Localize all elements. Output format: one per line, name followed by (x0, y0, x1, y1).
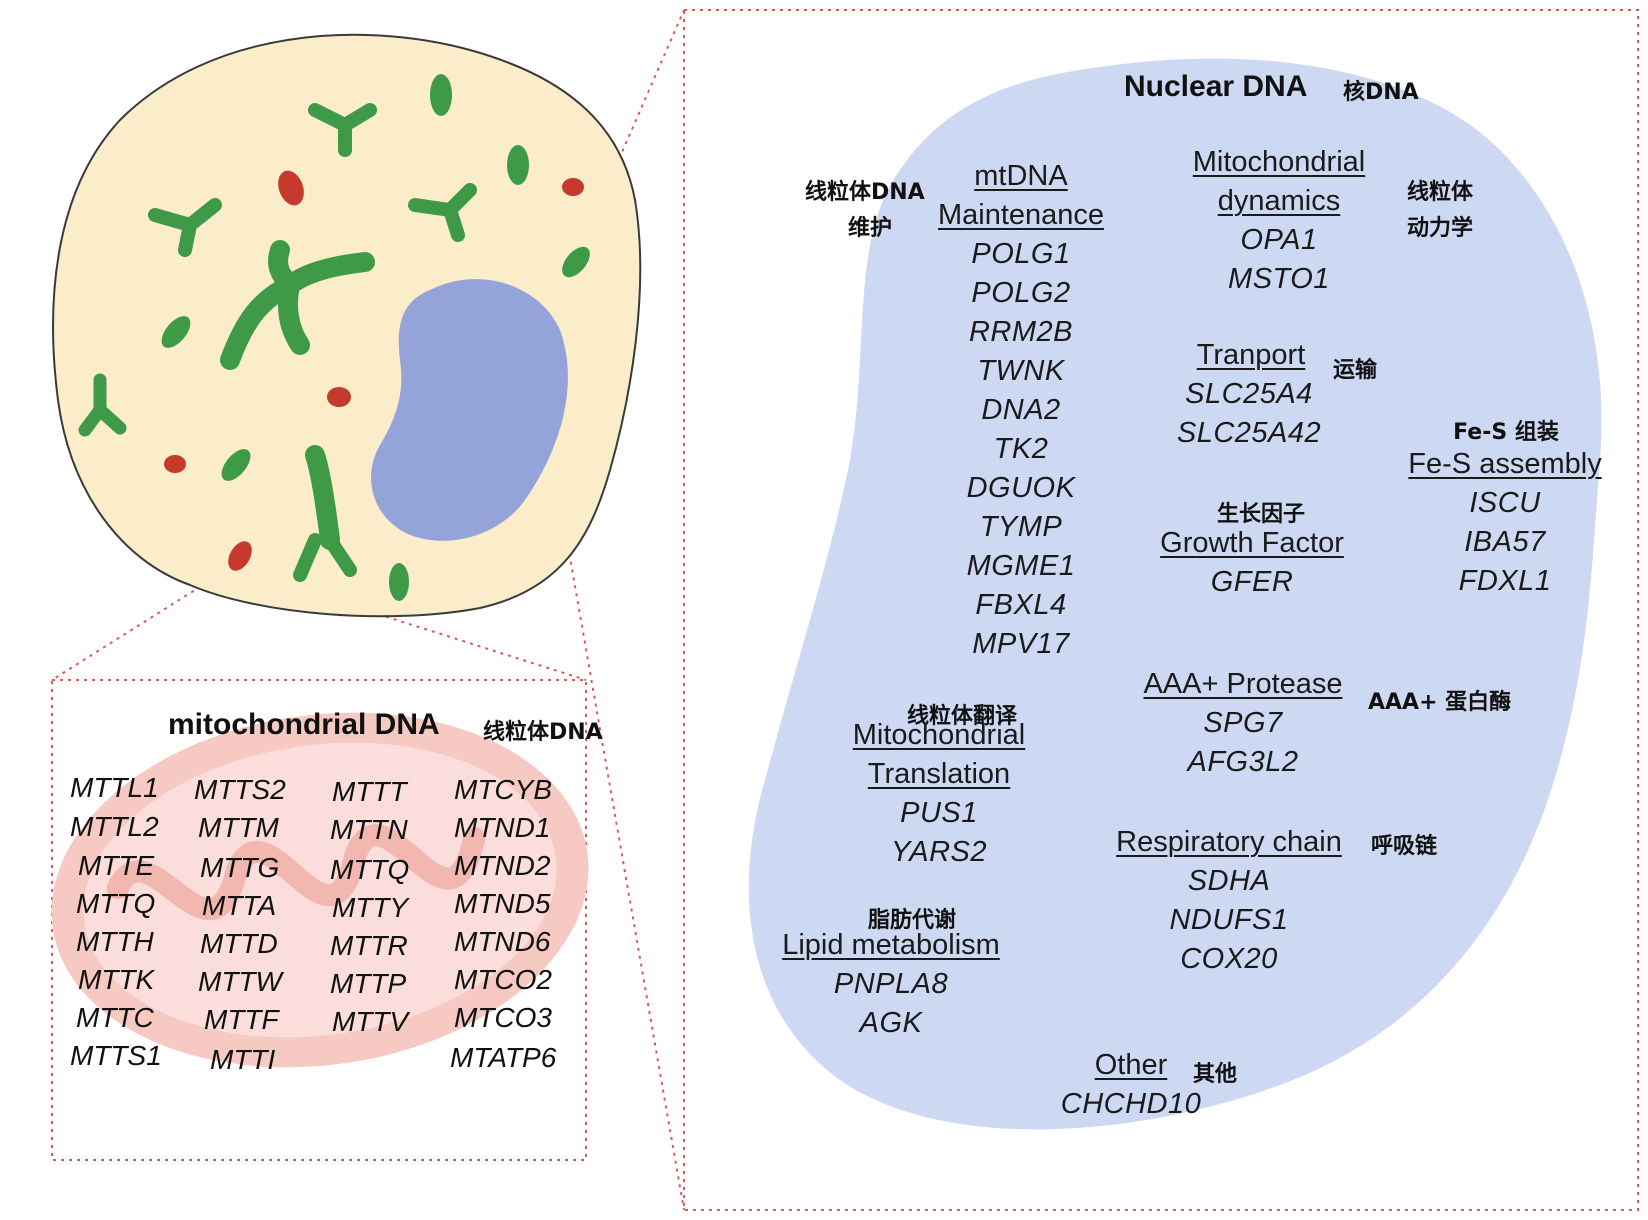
mito-dna-region (51, 712, 589, 1068)
gene-name: TYMP (979, 511, 1063, 543)
gene-name: FBXL4 (975, 589, 1067, 621)
mito-gene: MTTQ (76, 888, 156, 919)
group-heading: Lipid metabolism (782, 929, 1000, 961)
nuclear-panel-title: Nuclear DNA (1124, 70, 1308, 103)
group-heading: mtDNA (974, 160, 1068, 192)
group-label-zh: 动力学 (1407, 216, 1474, 241)
gene-name: GFER (1210, 566, 1294, 598)
gene-name: MGME1 (966, 550, 1076, 582)
gene-name: POLG1 (971, 238, 1071, 270)
nuclear-zoom-frame (683, 9, 1639, 1211)
group-label-zh: 脂肪代谢 (867, 908, 957, 933)
mito-gene: MTTT (332, 776, 407, 807)
mito-gene: MTTI (210, 1044, 276, 1075)
mito-panel-title: mitochondrial DNA (168, 708, 440, 741)
nuclear-dna-region (748, 58, 1602, 1130)
mito-gene: MTTC (76, 1002, 154, 1033)
mito-gene: MTTM (198, 812, 279, 843)
group-heading: Mitochondrial (1192, 146, 1366, 178)
gene-name: TK2 (993, 433, 1049, 465)
green-mitochondria (78, 103, 477, 582)
group-heading: Growth Factor (1160, 527, 1344, 559)
nuclear-panel-title-zh: 核DNA (1343, 80, 1419, 105)
mito-gene: MTTF (204, 1004, 279, 1035)
group-label-zh: Fe-S 组装 (1453, 420, 1559, 445)
gene-name: MSTO1 (1228, 263, 1330, 295)
mito-gene: MTTS1 (70, 1040, 162, 1071)
group-label-zh: 运输 (1333, 358, 1378, 383)
gene-name: DNA2 (981, 394, 1061, 426)
mito-gene: MTND5 (454, 888, 551, 919)
gene-name: AGK (859, 1007, 923, 1039)
mito-gene: MTND6 (454, 926, 551, 957)
group-label-zh: 其他 (1193, 1062, 1238, 1087)
gene-name: POLG2 (971, 277, 1071, 309)
mito-gene: MTTW (198, 966, 282, 997)
group-heading: Fe-S assembly (1408, 448, 1602, 480)
mito-gene: MTTN (330, 814, 408, 845)
group-heading: Mitochondrial (852, 719, 1026, 751)
gene-name: AFG3L2 (1187, 746, 1299, 778)
gene-name: CHCHD10 (1060, 1088, 1202, 1120)
group-label-zh: 呼吸链 (1371, 834, 1438, 859)
gene-name: COX20 (1180, 943, 1278, 975)
group-heading: AAA+ Protease (1143, 668, 1343, 700)
mito-gene: MTTV (332, 1006, 409, 1037)
red-mitochondria (164, 170, 584, 571)
gene-name: PNPLA8 (833, 968, 949, 1000)
gene-name: TWNK (977, 355, 1065, 387)
mito-gene: MTATP6 (450, 1042, 557, 1073)
mito-gene: MTND2 (454, 850, 551, 881)
mito-gene: MTTL2 (70, 811, 159, 842)
gene-name: SLC25A42 (1176, 417, 1322, 449)
gene-name: SLC25A4 (1185, 378, 1313, 410)
mito-gene: MTTH (76, 926, 154, 957)
group-heading: Tranport (1196, 339, 1306, 371)
group-label-zh: 线粒体翻译 (906, 704, 1018, 729)
gene-name: NDUFS1 (1169, 904, 1289, 936)
mito-gene: MTTP (330, 968, 407, 999)
gene-name: OPA1 (1240, 224, 1318, 256)
gene-name: SPG7 (1203, 707, 1283, 739)
mito-gene: MTTE (78, 850, 155, 881)
gene-name: PUS1 (900, 797, 978, 829)
mito-gene: MTTY (332, 892, 409, 923)
group-label-zh: 维护 (848, 216, 893, 241)
mito-panel-title-zh: 线粒体DNA (483, 720, 603, 745)
group-heading: Translation (867, 758, 1011, 790)
mito-gene: MTTD (200, 928, 278, 959)
mito-gene: MTCO3 (454, 1002, 552, 1033)
group-label-zh: 生长因子 (1216, 502, 1306, 527)
gene-name: IBA57 (1464, 526, 1546, 558)
gene-name: RRM2B (968, 316, 1074, 348)
mito-gene: MTCYB (454, 774, 552, 805)
gene-name: DGUOK (966, 472, 1076, 504)
group-label-zh: 线粒体 (1407, 180, 1474, 205)
gene-name: SDHA (1187, 865, 1271, 897)
group-heading: Respiratory chain (1116, 826, 1342, 858)
mito-gene: MTTG (200, 852, 280, 883)
mito-zoom-frame (51, 679, 587, 1161)
group-label-zh: AAA+ 蛋白酶 (1368, 690, 1512, 715)
gene-name: ISCU (1469, 487, 1541, 519)
mito-gene: MTTR (330, 930, 408, 961)
gene-name: MPV17 (972, 628, 1070, 660)
mito-gene: MTTK (78, 964, 155, 995)
mito-gene: MTTS2 (194, 774, 286, 805)
gene-name: YARS2 (891, 836, 987, 868)
mito-gene: MTTA (202, 890, 277, 921)
nucleus (371, 279, 568, 541)
mito-gene: MTTL1 (70, 772, 159, 803)
group-heading: Maintenance (937, 199, 1105, 231)
green-mito-ovals (161, 74, 590, 601)
mito-gene: MTCO2 (454, 964, 552, 995)
mito-gene: MTND1 (454, 812, 551, 843)
mito-gene: MTTQ (330, 854, 410, 885)
gene-name: FDXL1 (1458, 565, 1552, 597)
group-heading: Other (1094, 1049, 1168, 1081)
group-label-zh: 线粒体DNA (805, 180, 925, 205)
group-heading: dynamics (1217, 185, 1341, 217)
